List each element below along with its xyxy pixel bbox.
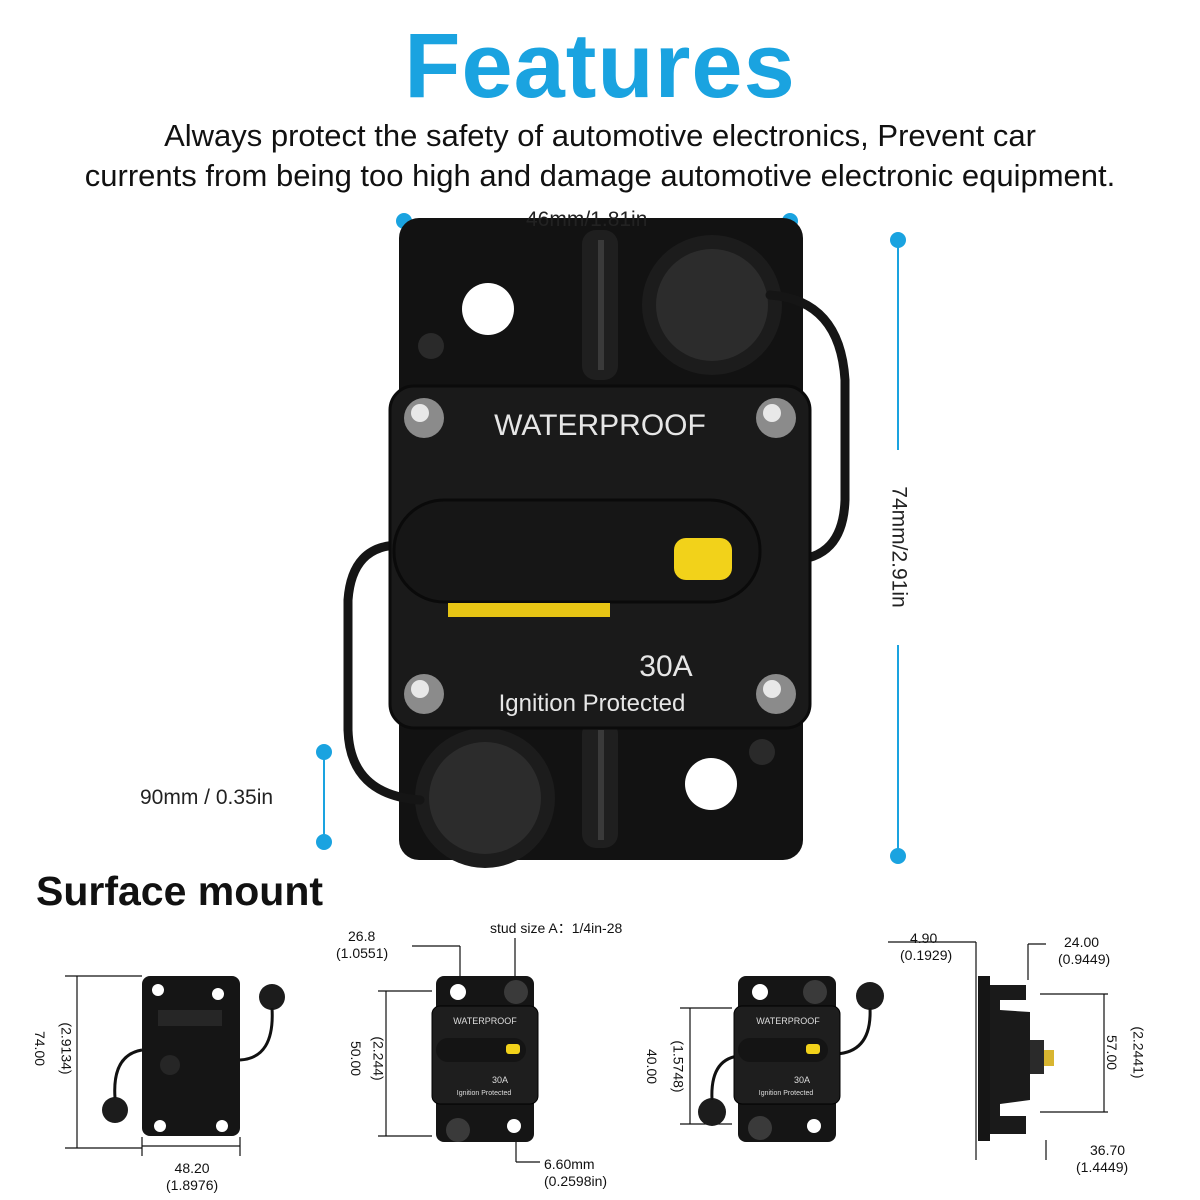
fig1-width-label: 48.20 (1.8976) [166,1160,219,1193]
fig2-label-ignition: Ignition Protected [457,1090,512,1097]
screw-bottom-left [404,674,444,714]
fig2-height-label: 50.00 [348,1040,365,1077]
reset-lever [392,498,762,604]
fig2-label-waterproof: WATERPROOF [453,1016,517,1026]
fig1-height-in-label: (2.9134) [58,1022,75,1075]
fig1-height-label: 74.00 [32,1030,49,1067]
face-label-rating: 30A [639,650,692,683]
screw-top-left [404,398,444,438]
screw-bottom-right [756,674,796,714]
surface-mount-heading: Surface mount [36,868,324,914]
subtitle-line-1: Always protect the safety of automotive … [164,118,1036,153]
fig4-dim-d-label: 36.70 (1.4449) [1076,1142,1129,1175]
cap-strap-bottom [343,540,425,805]
fig3-label-waterproof: WATERPROOF [756,1016,820,1026]
fig3-height-label: 40.00 [644,1048,661,1085]
cap-strap-top [765,290,850,565]
fig4-dim-c-label: 57.00 [1104,1034,1121,1071]
fig3-height-in-label: (1.5748) [670,1040,687,1093]
trip-indicator [448,603,610,617]
fig4-dim-b-label: 24.00 (0.9449) [1058,934,1111,967]
fig4-dim-a-label: 4.90 (0.1929) [900,930,953,963]
face-label-waterproof: WATERPROOF [494,409,706,442]
height-dimension-line [890,232,906,864]
width-dimension-label: 46mm/1.81in [526,208,648,231]
fig4-dim-c-in-label: (2.2441) [1130,1026,1147,1079]
mounting-hole-top [462,283,514,335]
fig3-label-ignition: Ignition Protected [759,1090,814,1097]
fig2-top-dim-label: 26.8 (1.0551) [336,928,389,961]
stud-dimension-label: 90mm / 0.35in [140,786,274,809]
height-dimension-label: 74mm/2.91in [887,486,911,608]
surface-fig-back [65,975,241,1156]
fig2-stud-size-label: stud size A：1/4in-28 [490,920,623,936]
page-subtitle: Always protect the safety of automotive … [20,116,1180,196]
page-title: Features [404,15,796,117]
fig2-height-in-label: (2.244) [370,1036,387,1081]
mounting-hole-bottom [685,758,737,810]
fig2-label-rating: 30A [492,1075,508,1085]
reset-button [674,538,732,580]
fig2-hole-label: 6.60mm (0.2598in) [544,1156,608,1189]
face-label-ignition: Ignition Protected [499,690,686,717]
surface-fig-front-1 [378,938,540,1163]
fig3-label-rating: 30A [794,1075,810,1085]
surface-fig-side [888,941,1108,1160]
screw-top-right [756,398,796,438]
subtitle-line-2: currents from being too high and damage … [84,158,1116,193]
stud-dimension-line [316,744,332,850]
